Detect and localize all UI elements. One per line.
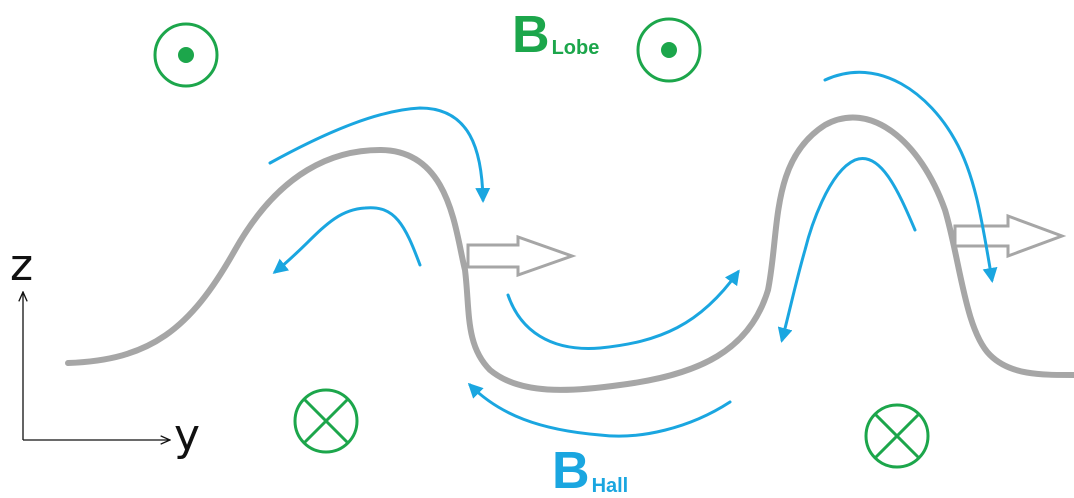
axis-z-label: z	[10, 240, 33, 291]
axis-y-label: y	[174, 410, 200, 461]
dot-in-circle-icon	[636, 17, 702, 83]
cross-in-circle-icon	[864, 403, 930, 469]
hall-arrow-top-left	[268, 106, 491, 203]
hall-arrow-inner-right	[777, 156, 917, 343]
hall-arrow-trough-inner	[506, 269, 740, 350]
dot-in-circle-icon	[153, 22, 219, 88]
hall-arrow-inner-left	[272, 206, 422, 274]
hollow-arrow-left	[466, 234, 577, 278]
cross-in-circle-icon	[293, 388, 359, 454]
hollow-arrow-right	[953, 213, 1067, 259]
current-sheet-curve	[65, 114, 1074, 393]
axis-indicator	[23, 292, 170, 440]
hall-arrow-top-right	[823, 70, 998, 283]
hall-arrow-bottom	[467, 382, 732, 438]
